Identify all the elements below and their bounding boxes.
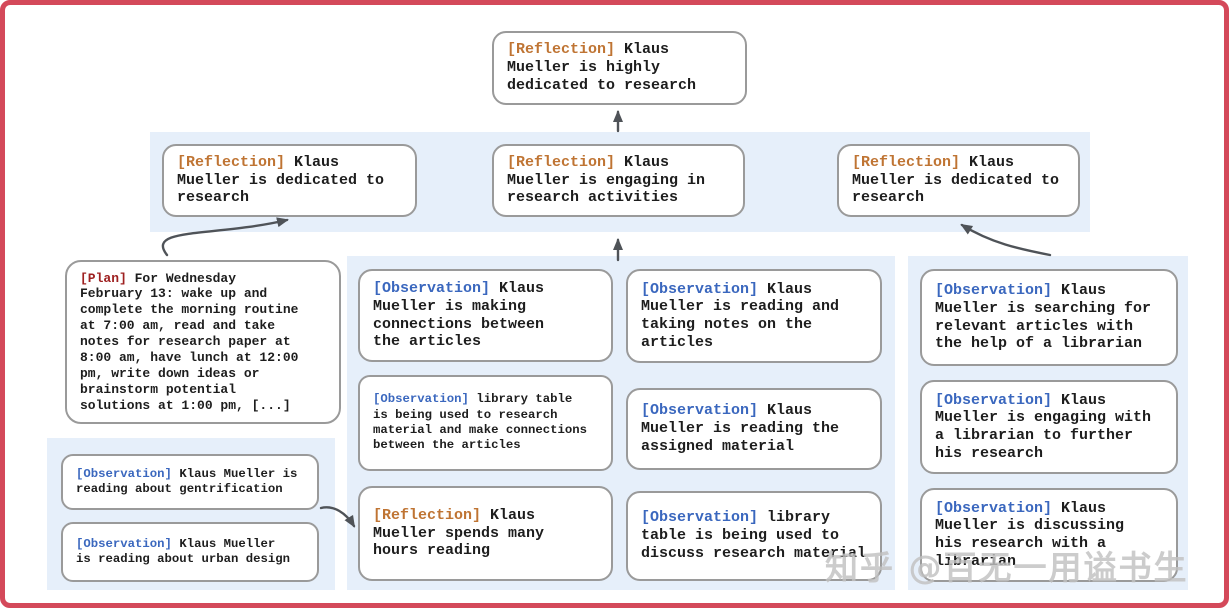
observation-tag: [Observation]: [641, 509, 759, 527]
observation-tag: [Observation]: [935, 391, 1053, 409]
memory-node-observation-discussing-research: [Observation]Klaus Mueller is discussing…: [920, 488, 1178, 582]
watermark-zhihu: 知乎 @百无一用谥书生: [825, 548, 1189, 587]
node-text: [Reflection]Klaus Mueller is dedicated t…: [177, 154, 385, 207]
memory-node-observation-library-table-discuss: [Observation]library table is being used…: [626, 491, 882, 581]
memory-node-observation-assigned-material: [Observation]Klaus Mueller is reading th…: [626, 388, 882, 470]
node-text: [Reflection]Klaus Mueller is dedicated t…: [852, 154, 1060, 207]
node-text: [Plan]For Wednesday February 13: wake up…: [80, 270, 299, 413]
memory-node-observation-making-connections: [Observation]Klaus Mueller is making con…: [358, 269, 613, 362]
node-text: [Observation]Klaus Mueller is discussing…: [935, 499, 1125, 570]
observation-tag: [Observation]: [76, 536, 172, 551]
memory-node-root-reflection: [Reflection]Klaus Mueller is highly dedi…: [492, 31, 747, 105]
node-text: [Reflection]Klaus Mueller is highly dedi…: [507, 41, 697, 94]
memory-node-observation-searching-articles: [Observation]Klaus Mueller is searching …: [920, 269, 1178, 366]
reflection-tag: [Reflection]: [177, 154, 286, 171]
node-text: [Observation]library table is being used…: [641, 509, 867, 562]
node-text: [Observation]Klaus Mueller is reading ab…: [76, 536, 291, 566]
observation-tag: [Observation]: [76, 466, 172, 481]
memory-node-reflection-hours-reading: [Reflection]Klaus Mueller spends many ho…: [358, 486, 613, 581]
node-text: [Observation]Klaus Mueller is reading ab…: [76, 466, 298, 496]
memory-node-observation-library-table-research: [Observation]library table is being used…: [358, 375, 613, 471]
reflection-tag: [Reflection]: [507, 154, 616, 171]
plan-tag: [Plan]: [80, 270, 127, 286]
memory-node-observation-gentrification: [Observation]Klaus Mueller is reading ab…: [61, 454, 319, 510]
memory-node-reflection-left: [Reflection]Klaus Mueller is dedicated t…: [162, 144, 417, 218]
node-text: [Observation]Klaus Mueller is reading th…: [641, 402, 840, 455]
observation-tag: [Observation]: [373, 392, 469, 407]
memory-node-reflection-center: [Reflection]Klaus Mueller is engaging in…: [492, 144, 745, 218]
node-text: [Observation]Klaus Mueller is making con…: [373, 280, 545, 351]
observation-tag: [Observation]: [935, 282, 1053, 300]
node-text: [Observation]Klaus Mueller is searching …: [935, 282, 1152, 353]
node-text: [Reflection]Klaus Mueller spends many ho…: [373, 506, 545, 560]
observation-tag: [Observation]: [935, 499, 1053, 517]
node-text: [Reflection]Klaus Mueller is engaging in…: [507, 154, 706, 207]
observation-tag: [Observation]: [641, 280, 759, 298]
memory-node-reflection-right: [Reflection]Klaus Mueller is dedicated t…: [837, 144, 1080, 218]
memory-node-plan: [Plan]For Wednesday February 13: wake up…: [65, 260, 341, 424]
node-text: [Observation]Klaus Mueller is engaging w…: [935, 391, 1152, 462]
node-text: [Observation]library table is being used…: [373, 392, 588, 453]
memory-node-observation-engaging-librarian: [Observation]Klaus Mueller is engaging w…: [920, 380, 1178, 474]
observation-tag: [Observation]: [641, 402, 759, 420]
memory-node-observation-urban-design: [Observation]Klaus Mueller is reading ab…: [61, 522, 319, 582]
memory-node-observation-taking-notes: [Observation]Klaus Mueller is reading an…: [626, 269, 882, 363]
reflection-tag: [Reflection]: [852, 154, 961, 171]
reflection-tag: [Reflection]: [373, 506, 482, 524]
observation-tag: [Observation]: [373, 280, 491, 298]
node-text: [Observation]Klaus Mueller is reading an…: [641, 280, 840, 351]
reflection-tag: [Reflection]: [507, 41, 616, 59]
